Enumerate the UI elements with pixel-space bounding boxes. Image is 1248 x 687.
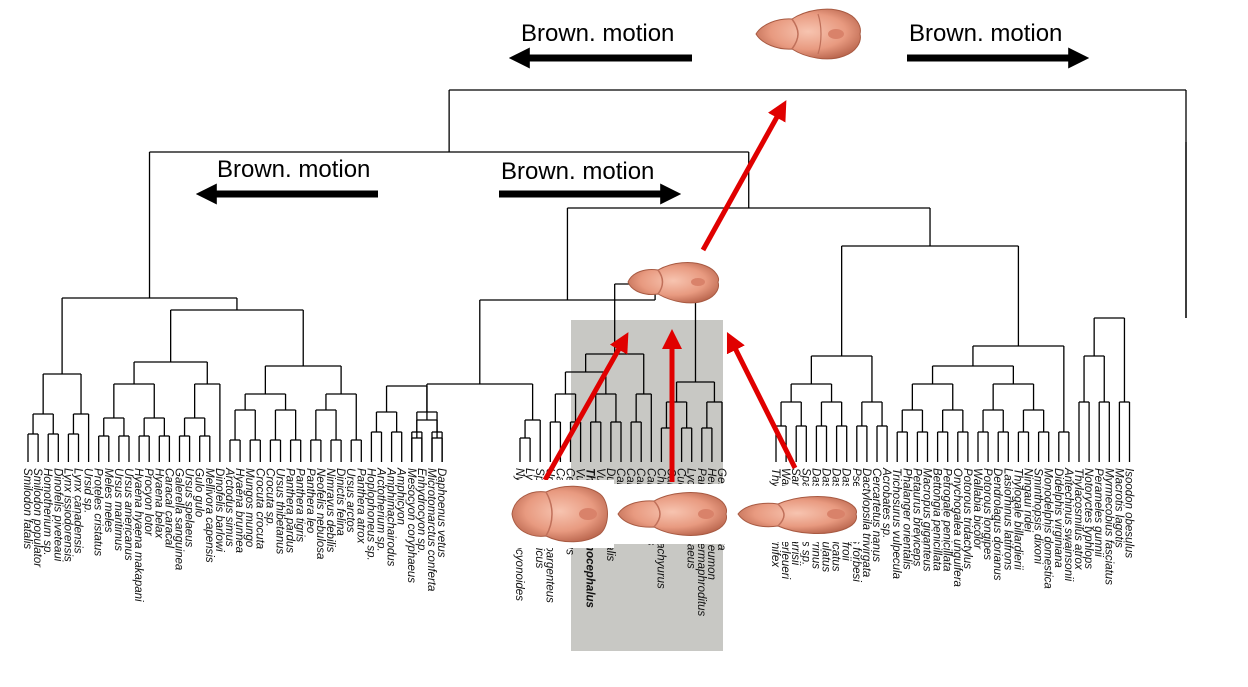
brownian-label-top-left: Brown. motion (521, 20, 675, 47)
taxon-label: Ursus spelaeus (183, 468, 195, 548)
taxon-label: Microtomarctus conferta (425, 468, 437, 591)
taxon-label: Dactylopsila trivirgata (860, 468, 872, 577)
taxon-label: Panthera leo (304, 468, 316, 534)
taxon-label: Smilodon populator (31, 468, 43, 568)
taxon-label: Crocuta sp. (263, 468, 275, 527)
taxon-label: Hyaena belax (152, 468, 164, 540)
taxon-label: Procyon lotor (142, 468, 154, 537)
taxon-label: Hyaena hyaena makapani (132, 468, 144, 602)
taxon-label: Ursid sp. (82, 468, 94, 513)
taxon-label: Dinictis felina (334, 468, 346, 536)
taxon-label: Mellivora capensis (203, 468, 215, 563)
skull-icon (627, 262, 719, 304)
taxon-label: Macropus giganteus (921, 468, 933, 572)
taxon-label: Macrotis lagotis (1112, 468, 1124, 548)
taxon-label: Ursus maritimus (112, 468, 124, 551)
taxon-label: Neofelis nebulosa (314, 468, 326, 559)
taxon-label: Dinofelis barlowi (213, 468, 225, 552)
taxon-label: Sminthopsis dixoni (1032, 468, 1044, 564)
skull-icon (506, 480, 614, 548)
taxon-label: Homotherium sp. (41, 468, 53, 556)
taxon-label: Potorous longipes (981, 468, 993, 560)
taxon-label: Lynx canadensis (72, 468, 84, 554)
taxon-label: Notoryctes typhlops (1082, 468, 1094, 569)
taxon-label: Smilodon fatalis (21, 468, 33, 549)
taxon-label: Thylacosmilus atrox (1072, 468, 1084, 571)
taxon-label: Bettongia penicillata (931, 468, 943, 571)
taxon-label: Didelphis virginiana (1052, 468, 1064, 568)
taxon-label: Petaurus breviceps (910, 468, 922, 567)
taxon-label: Amphicyon (395, 467, 407, 525)
taxon-label: Galerella sanguinea (173, 468, 185, 570)
taxon-label: Hyaena brunnea (233, 468, 245, 553)
taxon-label: Petrogale penicillata (941, 468, 953, 572)
taxon-label: Lynx issiodorensis (61, 468, 73, 562)
taxon-label: Amphimachairodus (385, 467, 397, 567)
taxon-label: Panthera tigris (294, 468, 306, 542)
taxon-label: Myrmecobius fasciatus (1102, 468, 1114, 585)
taxon-label: Arctotherium sp. (375, 467, 387, 552)
taxon-label: Dinofelis piveteaui (51, 468, 63, 562)
taxon-label: Ursus americanus (122, 468, 134, 561)
taxon-label: Ursus thibetanus (274, 468, 286, 555)
taxon-label: Phalanger orientalis (900, 468, 912, 570)
brownian-label-top-right: Brown. motion (909, 20, 1063, 47)
taxon-label: Thylogale billardierii (1011, 468, 1023, 570)
taxon-label: Acrobates sp. (880, 467, 892, 538)
tree-branches (27, 89, 1187, 462)
taxon-label: Potorous tridactylus (961, 468, 973, 569)
taxon-label: Perameles gunnii (1092, 468, 1104, 557)
taxon-label: Hoplophoneus sp. (364, 468, 376, 561)
brownian-label-mid-left: Brown. motion (217, 156, 371, 183)
taxon-label: Onychogalea unguifera (951, 468, 963, 587)
convergence-arrow-left (542, 332, 629, 482)
taxon-label: Monodelphis domestica (1042, 468, 1054, 589)
taxon-label: Lasiorhinus latifrons (1001, 468, 1013, 571)
taxon-label: Crocuta crocuta (253, 468, 265, 549)
taxon-label: Caracal caracal (162, 468, 174, 548)
brownian-label-mid-right: Brown. motion (501, 158, 655, 185)
taxon-label: Ursus arctos (344, 468, 356, 533)
skull-icon (748, 0, 866, 68)
taxon-label: Arctodus simus (223, 467, 235, 547)
taxon-label: Ningaui ridei (1022, 468, 1034, 532)
skull-icon (614, 484, 730, 544)
taxon-label: Isoodon obesulus (1123, 468, 1135, 558)
taxon-label: Daphoenus vetus (435, 468, 447, 558)
taxon-label: Nimravus debilis (324, 468, 336, 553)
taxon-label: Mesocyon coryphaeus (405, 468, 417, 583)
taxon-label: Panthera atrox (354, 468, 366, 545)
taxon-label: Gulo gulo (193, 468, 205, 518)
convergence-arrow-right (726, 331, 798, 470)
taxon-label: Cercartetus nanus (870, 468, 882, 562)
taxon-label: Trichosurus vulpecula (890, 468, 902, 579)
taxon-label: Dendrolagus dorianus (991, 468, 1003, 581)
taxon-label: Antechinus swainsonii (1062, 467, 1074, 582)
taxon-label: Panthera pardus (284, 468, 296, 553)
taxon-label: Wallabia bicolor (971, 468, 983, 550)
skull-icon (734, 486, 862, 542)
taxon-label: Mungos mungo (243, 468, 255, 548)
taxon-label: Meles meles (102, 468, 114, 533)
convergence-arrow-center-to-top (700, 100, 787, 252)
taxon-label: Enhydrocyon sp. (415, 468, 427, 554)
taxon-label: Proteles cristatus (92, 468, 104, 556)
